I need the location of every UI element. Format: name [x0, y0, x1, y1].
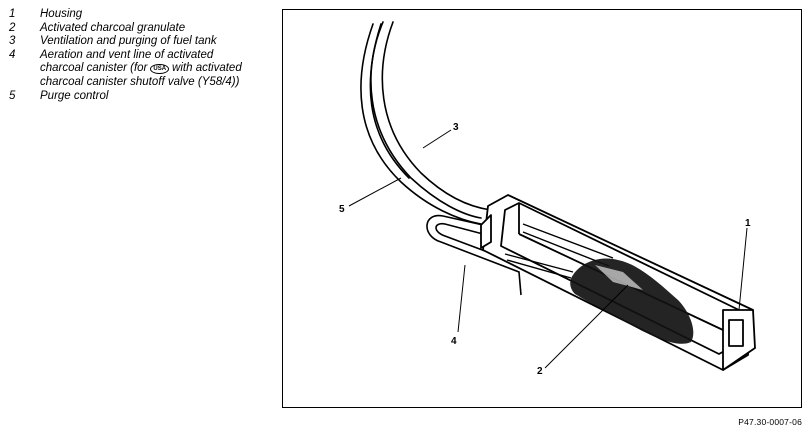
callout-labels: 1 2 3 4 5 [339, 122, 751, 377]
legend-number: 2 [9, 21, 16, 34]
legend-text: Aeration and vent line of activated char… [40, 49, 249, 90]
callout-5: 5 [339, 204, 345, 215]
usa-badge-icon: USA [150, 64, 170, 75]
legend-number: 5 [9, 89, 16, 102]
hose-lines [360, 21, 492, 225]
legend-text: Activated charcoal granulate [40, 21, 186, 34]
legend-text-part: Aeration and vent line of activated char… [40, 48, 214, 75]
hose-outer-2 [381, 21, 492, 211]
legend-list: 1 Housing 2 Activated charcoal granulate… [9, 8, 249, 103]
callout-2: 2 [537, 366, 543, 377]
legend-text: Ventilation and purging of fuel tank [40, 35, 217, 48]
legend-item-1: 1 Housing [9, 8, 249, 22]
legend-text-part: with activated charcoal canister shutoff… [40, 62, 242, 88]
legend-item-3: 3 Ventilation and purging of fuel tank [9, 35, 249, 49]
callout-1: 1 [745, 218, 751, 229]
vent-line [426, 214, 522, 296]
legend-number: 1 [9, 8, 16, 20]
leader-lines [348, 129, 748, 369]
legend-number: 4 [9, 48, 16, 61]
legend-text: Purge control [40, 89, 109, 102]
charcoal-granulate [570, 258, 694, 344]
callout-3: 3 [453, 122, 459, 133]
figure-frame: 1 2 3 4 5 [282, 9, 802, 408]
legend-item-5: 5 Purge control [9, 90, 249, 104]
charcoal-canister-illustration: 1 2 3 4 5 [339, 21, 756, 377]
hose-outer [370, 21, 482, 219]
legend-text: Housing [40, 8, 83, 20]
callout-4: 4 [451, 336, 457, 347]
legend-item-2: 2 Activated charcoal granulate [9, 22, 249, 36]
legend-item-4: 4 Aeration and vent line of activated ch… [9, 49, 249, 90]
legend-number: 3 [9, 35, 16, 48]
figure-code: P47.30-0007-06 [738, 417, 802, 427]
hose-purge-2 [369, 23, 410, 179]
hose-purge [360, 23, 482, 225]
